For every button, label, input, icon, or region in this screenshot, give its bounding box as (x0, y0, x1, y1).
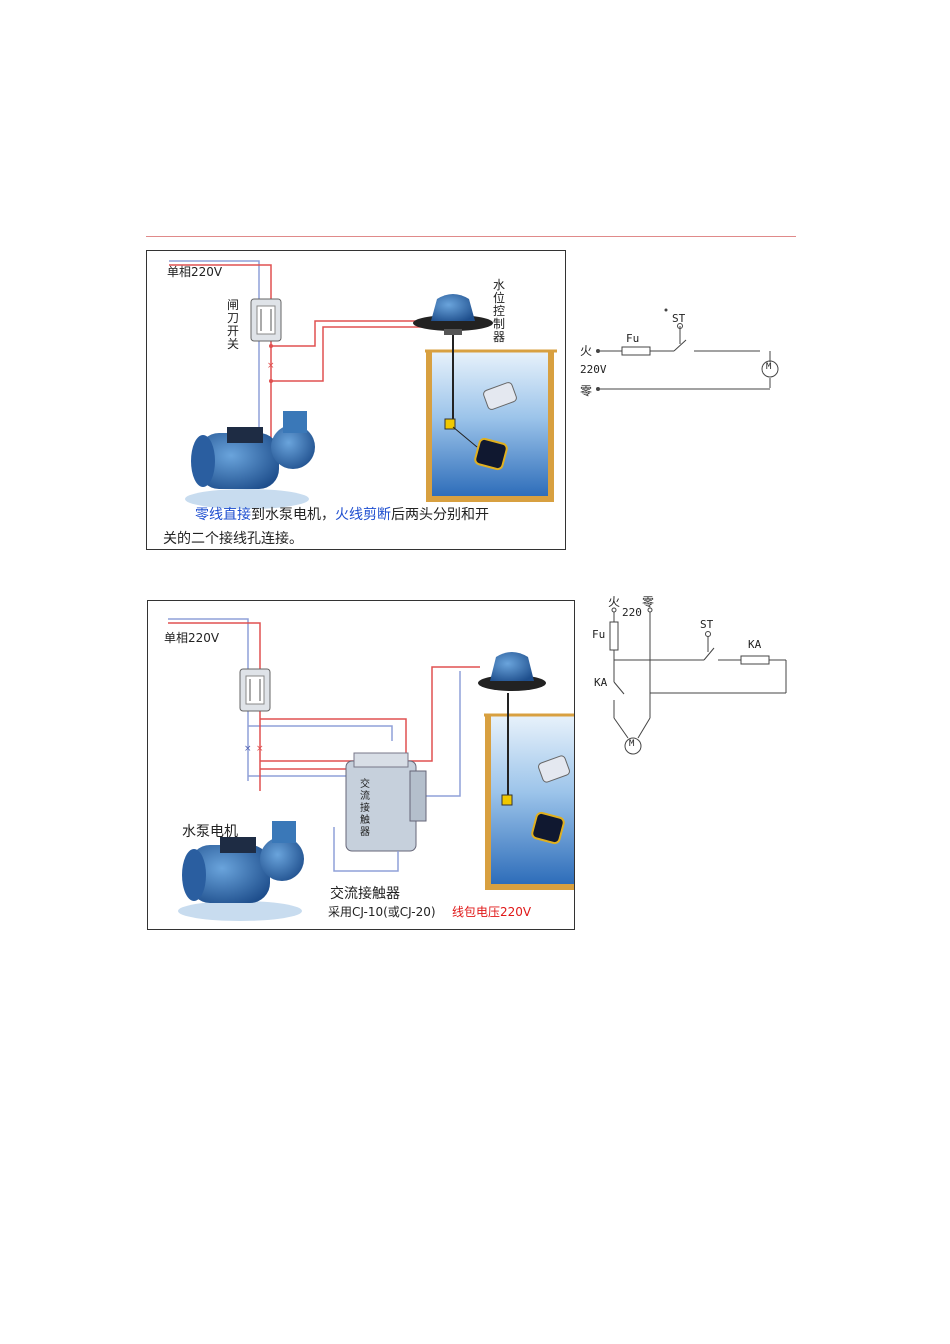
ac-contactor (333, 752, 427, 872)
water-level-controller (478, 652, 546, 691)
switch-label: ST (700, 618, 714, 631)
water-pump (178, 821, 304, 921)
live-label: 火 (608, 595, 621, 609)
contactor-model-label: 采用CJ-10(或CJ-20) (328, 905, 436, 919)
wiring-diagram-2-graphics: × × (168, 618, 574, 921)
supply-label: 单相220V (167, 265, 223, 279)
caption-line-1: 零线直接到水泵电机，火线剪断后两头分别和开 (195, 503, 489, 527)
motor-label: 水泵电机 (182, 824, 238, 840)
coil-label: KA (748, 638, 762, 651)
knife-switch-label: 闸刀开关 (227, 298, 240, 351)
wiring-diagram-1-graphics: × (169, 260, 557, 509)
voltage-label: 220 (622, 606, 642, 619)
knife-switch (250, 298, 282, 342)
fuse-label: Fu (626, 332, 640, 345)
switch-label: ST (672, 312, 686, 325)
contact-label: KA (594, 676, 608, 689)
neutral-label: 零 (580, 384, 593, 398)
contactor-body-label: 交流接触器 (360, 779, 370, 838)
schematic-2-graphics (609, 607, 787, 755)
controller-label: 水位控制器 (493, 278, 506, 344)
knife-switch (239, 668, 271, 712)
live-label: 火 (580, 344, 593, 358)
neutral-wire (169, 260, 260, 451)
water-tank (425, 335, 557, 502)
caption-highlight-neutral: 零线直接 (195, 507, 251, 523)
voltage-label: 220V (580, 363, 607, 376)
water-level-controller (413, 294, 493, 335)
wiring-diagram-1: × 单相220V 闸刀开关 水位控制器 (146, 250, 566, 550)
section-divider (146, 236, 796, 237)
caption-text-1: 到水泵电机， (251, 507, 335, 523)
motor-symbol-label: M (766, 362, 772, 372)
fuse-label: Fu (592, 628, 606, 641)
coil-voltage-label: 线包电压220V (452, 905, 532, 919)
live-wire (168, 622, 480, 791)
contactor-label: 交流接触器 (330, 886, 400, 902)
schematic-1: 火 220V 零 Fu ST M (574, 306, 794, 406)
water-tank (484, 693, 574, 890)
caption-line-2: 关的二个接线孔连接。 (163, 531, 303, 547)
water-pump (185, 411, 315, 509)
neutral-wire (168, 618, 461, 797)
svg-text:×: × (244, 744, 252, 754)
caption-highlight-live: 火线剪断 (335, 507, 391, 523)
schematic-2: 火 零 220 Fu ST KA KA M (586, 590, 796, 762)
caption-text-2: 后两头分别和开 (391, 507, 489, 523)
live-wire (169, 264, 429, 451)
neutral-label: 零 (642, 595, 655, 609)
schematic-1-graphics (596, 308, 779, 391)
svg-text:×: × (256, 744, 264, 754)
motor-symbol-label: M (629, 739, 635, 749)
svg-text:×: × (267, 361, 275, 371)
wiring-diagram-2: × × (147, 600, 575, 930)
supply-label: 单相220V (164, 631, 220, 645)
